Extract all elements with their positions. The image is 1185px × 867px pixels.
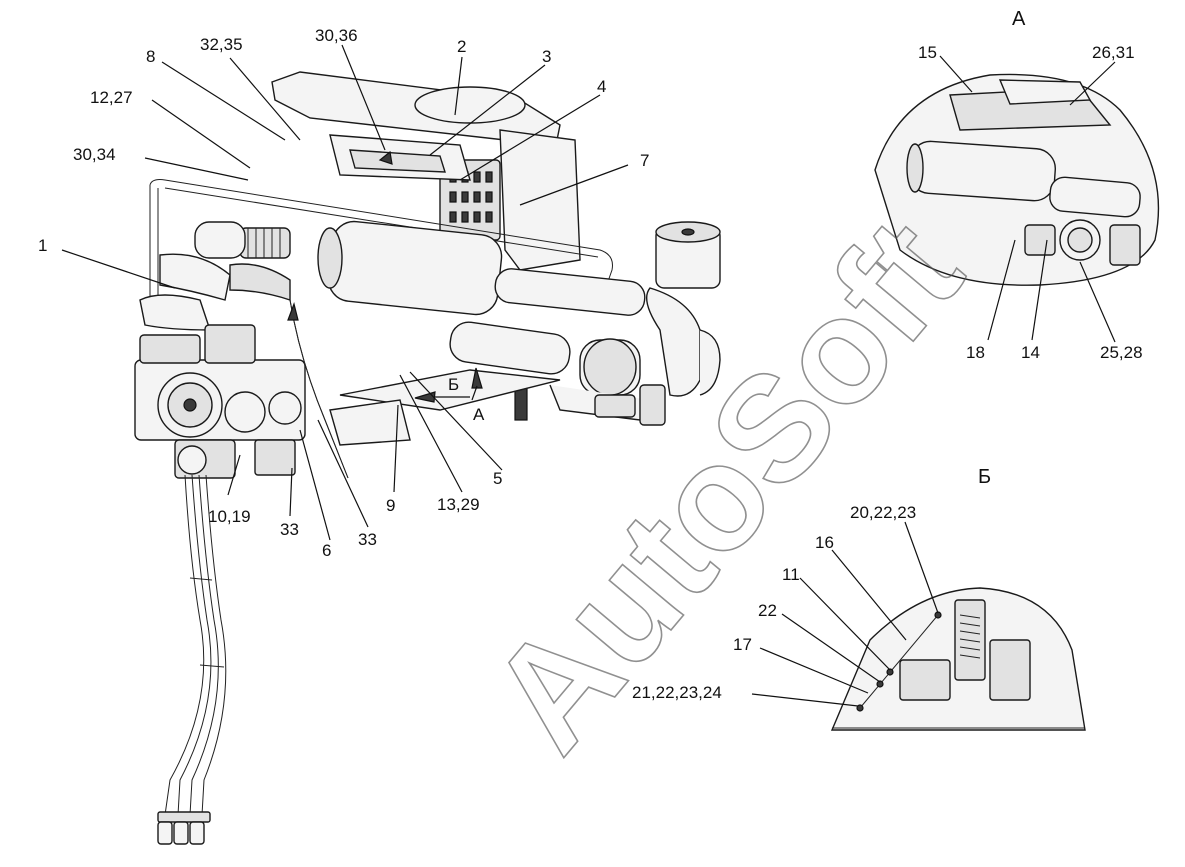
callout-9: 9	[386, 496, 395, 515]
callout-17: 17	[733, 635, 752, 654]
main-assembly-drawing	[134, 71, 721, 845]
callout-16: 16	[815, 533, 834, 552]
callout-22: 22	[758, 601, 777, 620]
callout-15: 15	[918, 43, 937, 62]
callout-2: 2	[457, 37, 466, 56]
callout-1: 1	[38, 236, 47, 255]
callout-30-34: 30,34	[73, 145, 116, 164]
callout-10-19: 10,19	[208, 507, 251, 526]
view-arrow-label-b: Б	[448, 375, 459, 394]
view-b-title: Б	[978, 466, 991, 488]
spring	[959, 614, 981, 659]
callout-20-22-23: 20,22,23	[850, 503, 916, 522]
callout-32-35: 32,35	[200, 35, 243, 54]
leader-lines-main	[61, 44, 629, 541]
callout-labels-main: 1 8 32,35 30,36 2 3 4 12,27 30,34 7 9 13…	[38, 26, 649, 560]
flex-pipe	[239, 227, 291, 259]
view-a-title: А	[1012, 8, 1026, 30]
callout-4: 4	[597, 77, 606, 96]
callout-7: 7	[640, 151, 649, 170]
callout-14: 14	[1021, 343, 1040, 362]
wiring-harness	[157, 474, 227, 845]
callout-13-29: 13,29	[437, 495, 480, 514]
callout-26-31: 26,31	[1092, 43, 1135, 62]
callout-18: 18	[966, 343, 985, 362]
callout-8: 8	[146, 47, 155, 66]
view-arrow-label-a: А	[473, 405, 485, 424]
callout-6: 6	[322, 541, 331, 560]
callout-33-right: 33	[358, 530, 377, 549]
callout-5: 5	[493, 469, 502, 488]
callout-30-36: 30,36	[315, 26, 358, 45]
callout-21-22-23-24: 21,22,23,24	[632, 683, 722, 702]
callout-33-left: 33	[280, 520, 299, 539]
view-b-detail: Б 20,22,23 16 11 22 17 21,22,23,24	[632, 466, 1086, 731]
view-a-detail: А 15 26,31 18 14 25,28	[874, 8, 1160, 362]
callout-12-27: 12,27	[90, 88, 133, 107]
callout-3: 3	[542, 47, 551, 66]
callout-11: 11	[782, 565, 800, 584]
callout-25-28: 25,28	[1100, 343, 1143, 362]
